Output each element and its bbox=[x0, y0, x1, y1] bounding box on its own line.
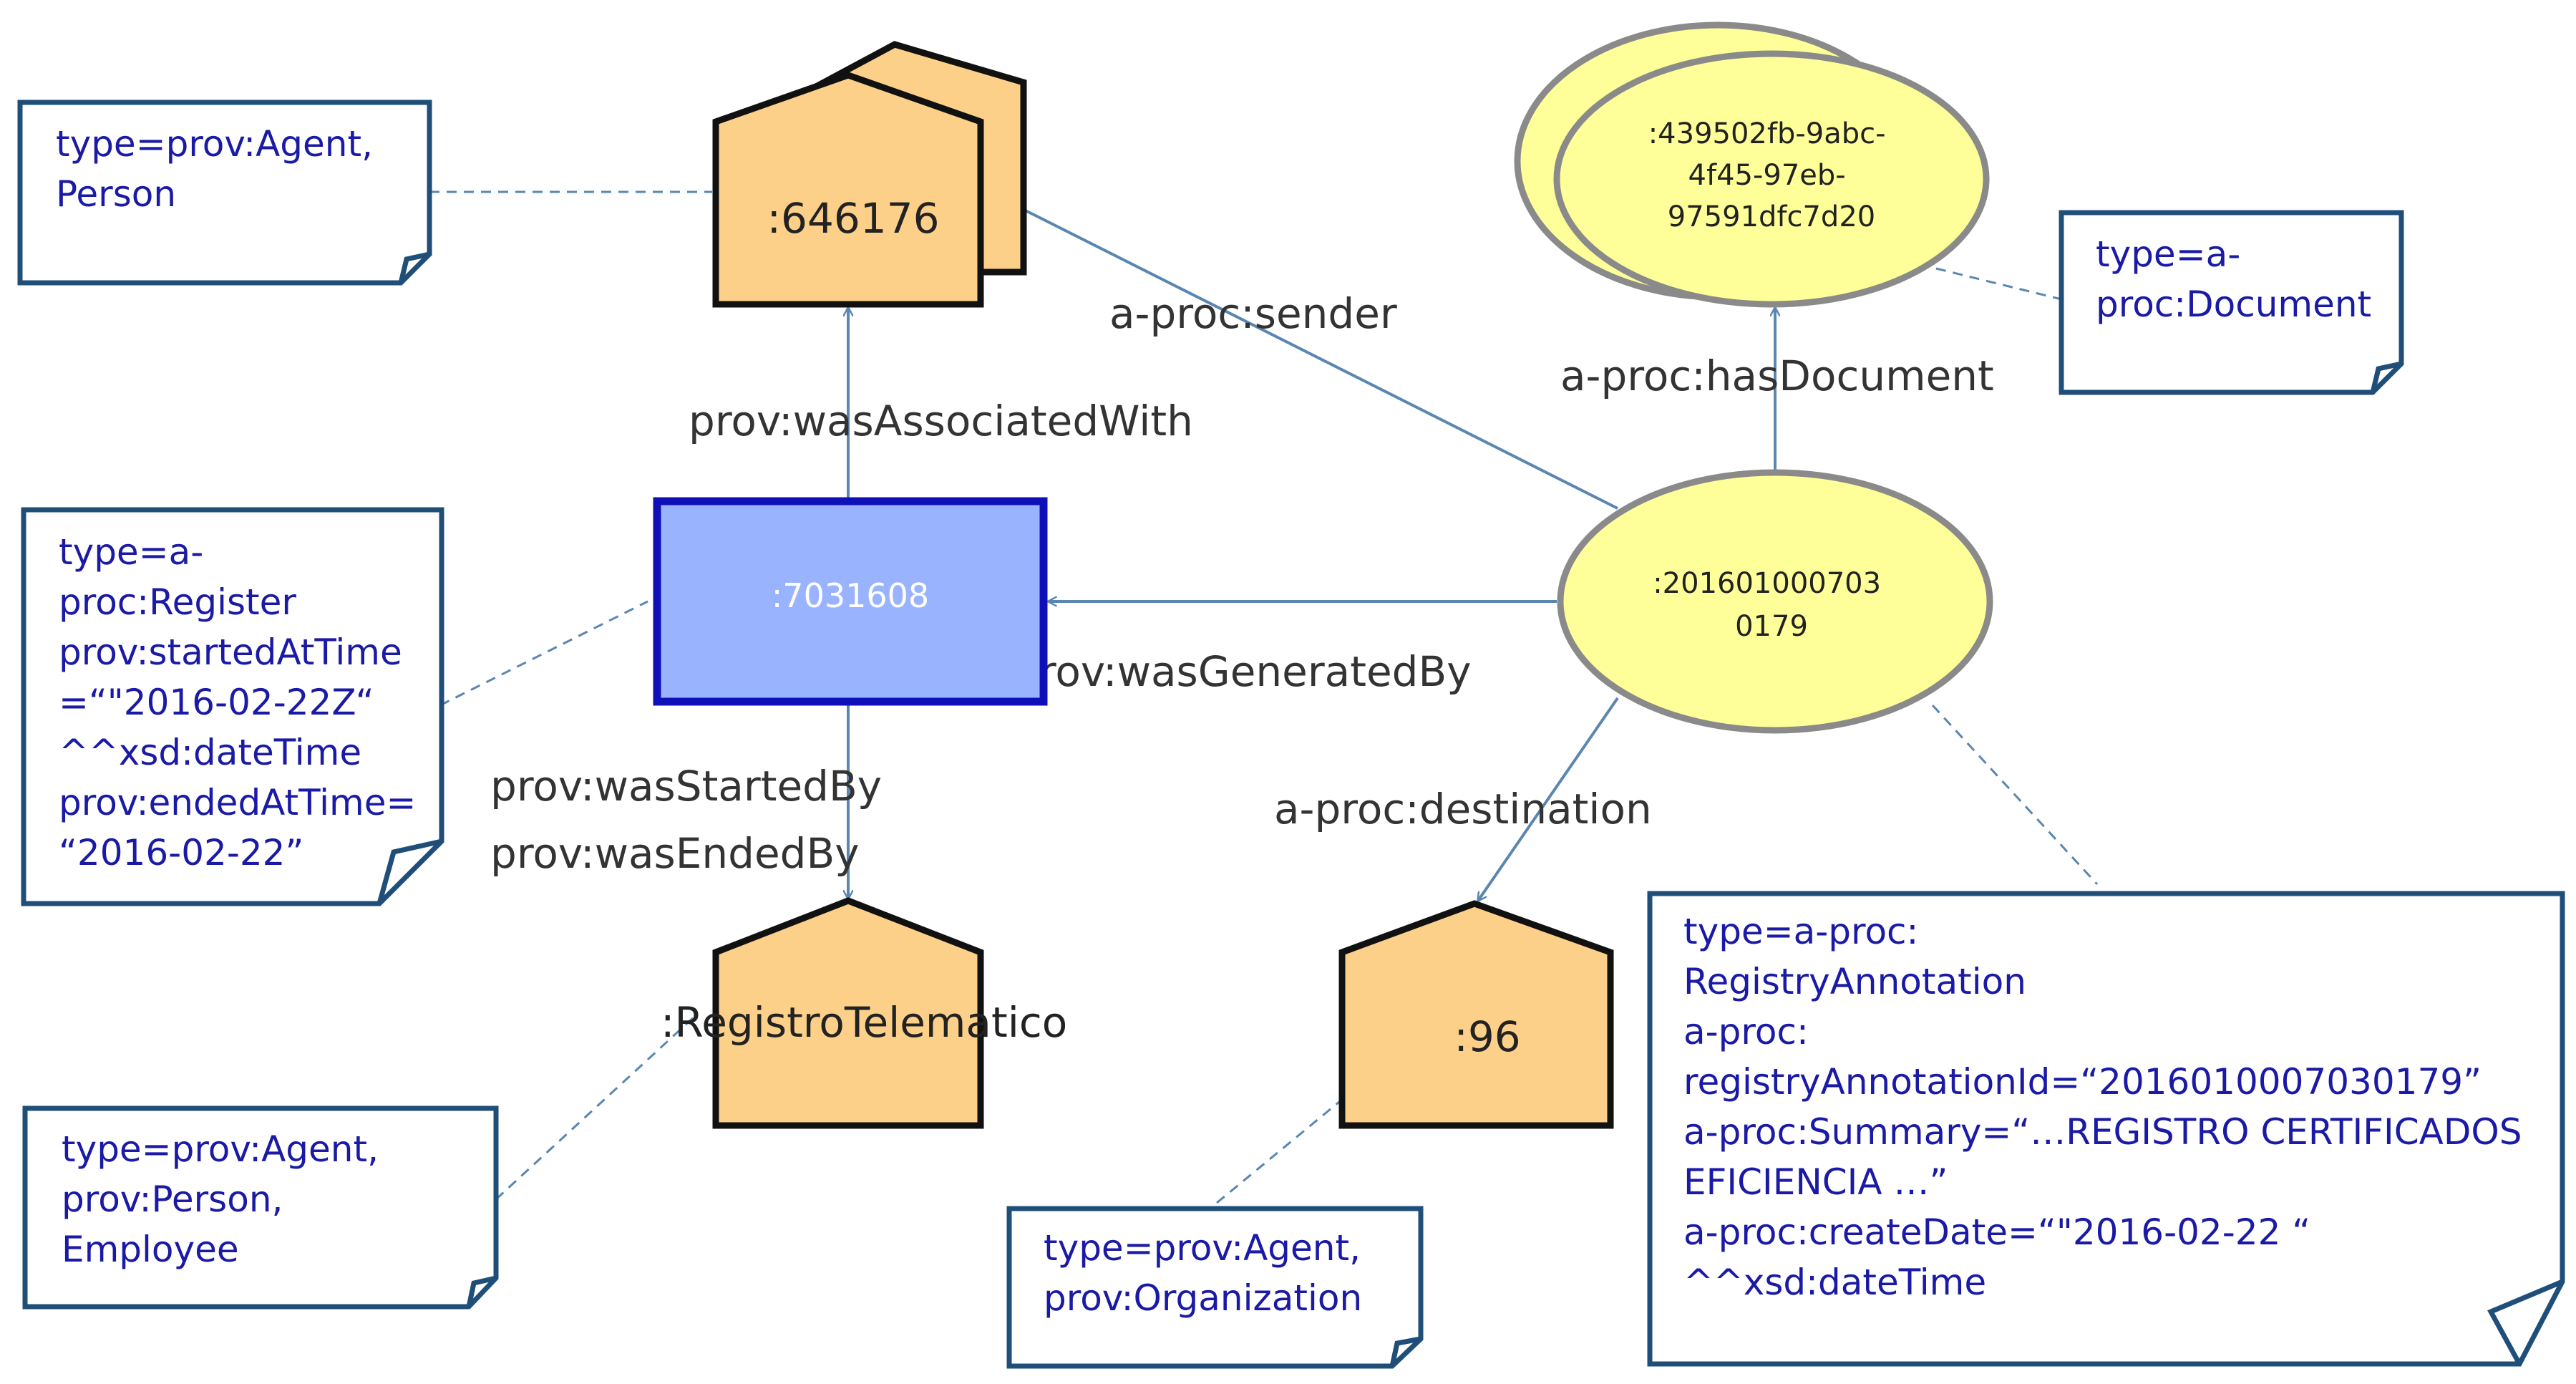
connector-register-note bbox=[439, 600, 648, 707]
label-was-started-by: prov:wasStartedBy bbox=[490, 762, 882, 810]
note-registry-annotation-fold bbox=[2487, 1279, 2564, 1365]
agent-registro-label: :RegistroTelematico bbox=[661, 998, 1067, 1047]
note-annotation-line: RegistryAnnotation bbox=[1683, 961, 2026, 1002]
note-employee-box bbox=[22, 1105, 499, 1310]
label-has-document: a-proc:hasDocument bbox=[1560, 352, 1994, 400]
note-document: type=a- proc:Document bbox=[2059, 210, 2404, 395]
note-register-box bbox=[21, 507, 444, 906]
note-person-text: type=prov:Agent, Person bbox=[56, 123, 384, 215]
entity-node-document[interactable]: :439502fb-9abc- 4f45-97eb- 97591dfc7d20 bbox=[1514, 21, 1990, 308]
label-was-ended-by: prov:wasEndedBy bbox=[490, 829, 860, 878]
agent-node-shape bbox=[712, 72, 984, 308]
agent-node-646176[interactable]: :646176 bbox=[712, 41, 1027, 308]
agent-node-label: :646176 bbox=[767, 194, 940, 243]
note-person-line: Person bbox=[56, 173, 176, 215]
note-register-line: prov:endedAtTime= bbox=[59, 782, 416, 823]
entity-node-annotation[interactable]: :201601000703 0179 bbox=[1557, 469, 1993, 734]
note-employee-text: type=prov:Agent, prov:Person, Employee bbox=[62, 1128, 390, 1270]
note-register-text: type=a- proc:Register prov:startedAtTime… bbox=[59, 531, 427, 874]
note-person-box bbox=[17, 100, 432, 286]
note-register-line: proc:Register bbox=[59, 581, 296, 623]
note-register-line: “2016-02-22” bbox=[59, 832, 303, 874]
entity-node-document-label: :439502fb-9abc- 4f45-97eb- 97591dfc7d20 bbox=[1648, 117, 1895, 233]
agent-node-registro[interactable]: :RegistroTelematico bbox=[661, 897, 1067, 1129]
note-register-line: type=a- bbox=[59, 531, 203, 573]
label-was-associated-with: prov:wasAssociatedWith bbox=[689, 397, 1193, 445]
note-registry-annotation-box bbox=[1647, 891, 2565, 1367]
entity-annotation-line: 0179 bbox=[1735, 610, 1808, 643]
entity-document-line: 97591dfc7d20 bbox=[1668, 200, 1875, 233]
note-document-line: proc:Document bbox=[2096, 284, 2371, 325]
note-document-text: type=a- proc:Document bbox=[2096, 233, 2371, 325]
note-employee-line: type=prov:Agent, bbox=[62, 1128, 379, 1170]
note-register-line: prov:startedAtTime bbox=[59, 631, 402, 673]
connector-employee-note bbox=[495, 1015, 696, 1201]
note-organization-fold bbox=[1389, 1336, 1421, 1367]
note-employee-line: Employee bbox=[62, 1229, 239, 1270]
note-organization: type=prov:Agent, prov:Organization bbox=[1006, 1206, 1424, 1369]
note-annotation-line: type=a-proc: bbox=[1683, 911, 1918, 952]
edges bbox=[848, 190, 1775, 901]
entity-document-line: :439502fb-9abc- bbox=[1648, 117, 1886, 150]
note-connectors bbox=[429, 190, 2099, 1204]
note-employee-line: prov:Person, bbox=[62, 1179, 283, 1220]
note-annotation-line: a-proc: bbox=[1683, 1011, 1809, 1052]
note-annotation-line: a-proc:Summary=“…REGISTRO CERTIFICADOS bbox=[1683, 1111, 2522, 1153]
edge-sender bbox=[984, 190, 1618, 510]
label-was-generated-by: prov:wasGeneratedBy bbox=[1013, 647, 1472, 696]
note-register-fold bbox=[376, 838, 442, 904]
connector-annotation-note bbox=[1931, 704, 2099, 886]
label-destination: a-proc:destination bbox=[1274, 785, 1652, 833]
note-document-fold bbox=[2370, 361, 2402, 393]
note-person-fold bbox=[398, 251, 430, 284]
note-register: type=a- proc:Register prov:startedAtTime… bbox=[21, 507, 444, 906]
entity-node-shape bbox=[1553, 50, 1990, 308]
note-annotation-line: a-proc:createDate=“"2016-02-22 “ bbox=[1683, 1211, 2310, 1253]
entity-node-annotation-label: :201601000703 0179 bbox=[1653, 567, 1890, 643]
agent-96-shape bbox=[1338, 900, 1614, 1129]
note-register-line: ^^xsd:dateTime bbox=[59, 732, 361, 773]
agent-registro-shape bbox=[712, 897, 984, 1129]
note-document-line: type=a- bbox=[2096, 233, 2240, 275]
connector-document-note bbox=[1935, 267, 2062, 301]
entity-document-line: 4f45-97eb- bbox=[1688, 159, 1846, 192]
note-employee-fold bbox=[466, 1275, 497, 1307]
entity-annotation-shape bbox=[1557, 469, 1993, 734]
note-organization-text: type=prov:Agent, prov:Organization bbox=[1044, 1227, 1372, 1319]
agent-96-label: :96 bbox=[1454, 1012, 1520, 1061]
entity-annotation-line: :201601000703 bbox=[1653, 567, 1881, 600]
note-annotation-line: EFICIENCIA …” bbox=[1683, 1161, 1948, 1203]
note-registry-annotation-text: type=a-proc: RegistryAnnotation a-proc: … bbox=[1683, 911, 2533, 1303]
activity-node-7031608[interactable]: :7031608 bbox=[653, 497, 1048, 706]
note-annotation-line: registryAnnotationId=“2016010007030179” bbox=[1683, 1061, 2482, 1103]
note-organization-line: prov:Organization bbox=[1044, 1277, 1362, 1319]
note-document-box bbox=[2059, 210, 2404, 395]
note-register-line: =“"2016-02-22Z“ bbox=[59, 682, 374, 723]
note-registry-annotation: type=a-proc: RegistryAnnotation a-proc: … bbox=[1647, 891, 2565, 1367]
note-employee: type=prov:Agent, prov:Person, Employee bbox=[22, 1105, 499, 1310]
activity-node-shape bbox=[653, 497, 1048, 706]
agent-node-96[interactable]: :96 bbox=[1338, 900, 1614, 1129]
note-organization-line: type=prov:Agent, bbox=[1044, 1227, 1361, 1269]
note-organization-box bbox=[1006, 1206, 1424, 1369]
connector-organization-note bbox=[1216, 1033, 1421, 1204]
edge-destination bbox=[1478, 697, 1619, 901]
note-person: type=prov:Agent, Person bbox=[17, 100, 432, 286]
note-person-line: type=prov:Agent, bbox=[56, 123, 373, 165]
note-annotation-line: ^^xsd:dateTime bbox=[1683, 1262, 1986, 1303]
label-sender: a-proc:sender bbox=[1109, 289, 1397, 338]
activity-node-label: :7031608 bbox=[772, 576, 929, 615]
